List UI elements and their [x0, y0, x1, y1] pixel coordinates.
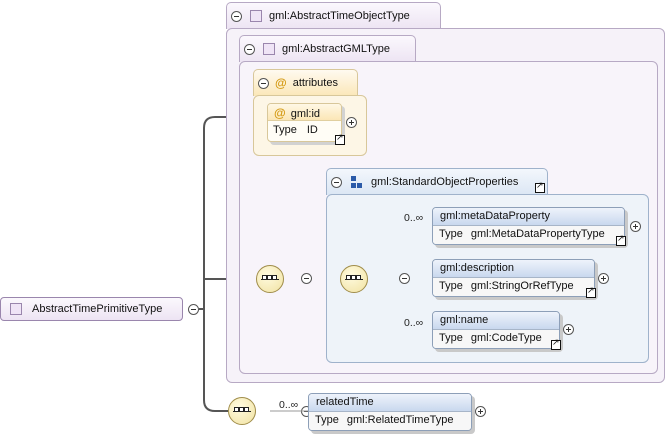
type-key: Type — [439, 280, 463, 292]
time-object-type-tab[interactable]: gml:AbstractTimeObjectType — [226, 2, 441, 29]
sequence-compositor-main[interactable] — [256, 265, 284, 293]
element-metadata-property[interactable]: gml:metaDataProperty Type gml:MetaDataPro… — [432, 207, 626, 246]
type-link-icon[interactable] — [551, 337, 561, 350]
occurrence-label: 0..∞ — [279, 399, 299, 411]
root-element-label: AbstractTimePrimitiveType — [32, 303, 163, 315]
element-name: gml:name — [433, 312, 559, 330]
complex-type-icon — [10, 303, 22, 315]
occurrence-label: 0..∞ — [404, 317, 424, 329]
type-value: gml:StringOrRefType — [470, 280, 574, 292]
complex-type-icon — [263, 43, 275, 55]
group-icon — [351, 176, 363, 188]
element-related-time[interactable]: relatedTime Type gml:RelatedTimeType — [308, 393, 472, 431]
collapse-time-object-button[interactable] — [231, 10, 242, 22]
time-object-type-label: gml:AbstractTimeObjectType — [269, 10, 410, 22]
collapse-root-button[interactable] — [188, 304, 199, 315]
element-name: gml:metaDataProperty — [433, 208, 624, 226]
type-link-icon[interactable] — [535, 180, 545, 193]
expand-gml-id-button[interactable] — [346, 117, 357, 128]
expand-metadata-property-button[interactable] — [630, 221, 641, 232]
expand-name-button[interactable] — [563, 324, 574, 335]
element-name: gml:description — [433, 260, 594, 278]
type-value: gml:MetaDataPropertyType — [470, 228, 605, 240]
attribute-name: gml:id — [290, 108, 321, 120]
type-key: Type — [439, 332, 463, 344]
element-name-property[interactable]: gml:name Type gml:CodeType — [432, 311, 561, 350]
sequence-compositor-related[interactable] — [228, 397, 256, 425]
element-description[interactable]: gml:description Type gml:StringOrRefType — [432, 259, 596, 298]
type-key: Type — [315, 414, 339, 426]
attributes-tab[interactable]: @ attributes — [253, 69, 358, 96]
type-value: ID — [306, 124, 318, 136]
standard-object-properties-label: gml:StandardObjectProperties — [371, 176, 519, 188]
attribute-icon: @ — [274, 106, 286, 120]
type-key: Type — [439, 228, 463, 240]
type-value: gml:RelatedTimeType — [346, 414, 454, 426]
collapse-attributes-button[interactable] — [258, 77, 269, 89]
sequence-compositor-properties[interactable] — [340, 265, 368, 293]
type-link-icon[interactable] — [586, 285, 596, 298]
attribute-gml-id[interactable]: @ gml:id Type ID — [267, 103, 345, 145]
expand-description-button[interactable] — [598, 273, 609, 284]
complex-type-icon — [250, 10, 262, 22]
occurrence-label: 0..∞ — [404, 212, 424, 224]
type-key: Type — [273, 124, 297, 136]
gml-type-tab[interactable]: gml:AbstractGMLType — [239, 35, 416, 62]
attributes-label: attributes — [292, 77, 338, 89]
element-name: relatedTime — [309, 394, 471, 412]
standard-object-properties-tab[interactable]: gml:StandardObjectProperties — [326, 168, 548, 195]
root-element[interactable]: AbstractTimePrimitiveType — [0, 297, 183, 321]
type-link-icon[interactable] — [616, 233, 626, 246]
collapse-sequence-main-button[interactable] — [301, 273, 313, 284]
collapse-sequence-properties-button[interactable] — [399, 273, 411, 284]
collapse-gml-type-button[interactable] — [244, 43, 255, 55]
type-value: gml:CodeType — [470, 332, 542, 344]
attribute-icon: @ — [275, 76, 287, 90]
gml-type-label: gml:AbstractGMLType — [282, 43, 390, 55]
type-link-icon[interactable] — [335, 132, 345, 145]
collapse-standard-properties-button[interactable] — [331, 176, 342, 188]
expand-related-time-button[interactable] — [475, 406, 486, 417]
